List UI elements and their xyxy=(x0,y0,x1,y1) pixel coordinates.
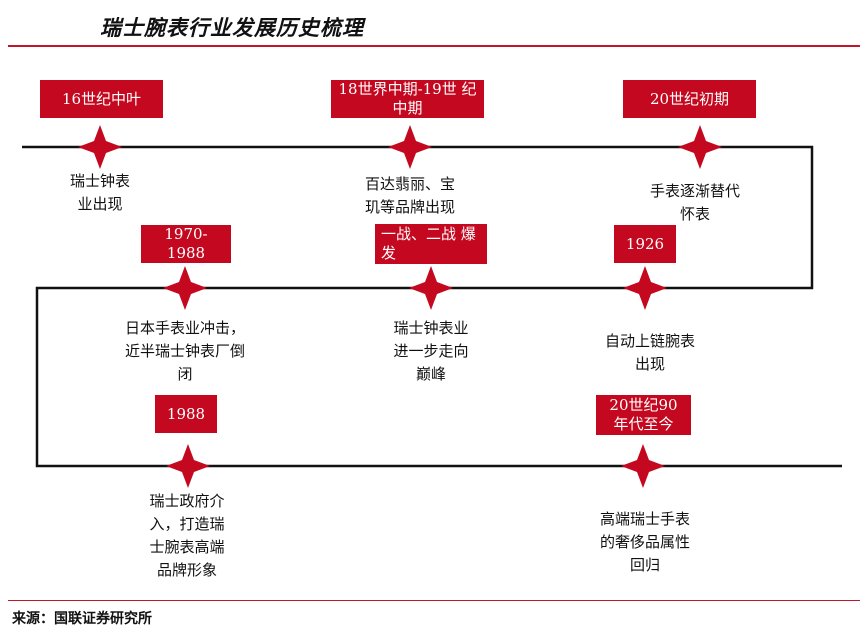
event-marker-star-icon xyxy=(166,444,210,488)
page-title: 瑞士腕表行业发展历史梳理 xyxy=(100,15,364,40)
event-marker-star-icon xyxy=(621,444,665,488)
event-desc-18th-19th-century: 百达翡丽、宝 玑等品牌出现 xyxy=(364,175,455,216)
bottom-divider xyxy=(8,600,860,601)
event-marker-star-icon xyxy=(78,125,122,169)
event-tag-1970-1988: 1970-1988 xyxy=(141,225,231,263)
event-tag-1926: 1926 xyxy=(614,225,676,263)
event-marker-star-icon xyxy=(163,266,207,310)
event-tag-early-20th-century: 20世纪初期 xyxy=(623,80,756,118)
event-tag-world-wars: 一战、二战 爆发 xyxy=(375,224,487,264)
event-desc-16th-century: 瑞士钟表 业出现 xyxy=(69,172,130,213)
event-marker-star-icon xyxy=(678,125,722,169)
event-desc-1990s-present: 高端瑞士手表 的奢侈品属性 回归 xyxy=(599,510,690,574)
event-tag-1988: 1988 xyxy=(155,395,217,433)
event-marker-star-icon xyxy=(388,125,432,169)
event-desc-1926: 自动上链腕表 出现 xyxy=(604,332,695,373)
event-tag-16th-century: 16世纪中叶 xyxy=(40,80,163,118)
event-desc-1970-1988: 日本手表业冲击， 近半瑞士钟表厂倒 闭 xyxy=(124,319,245,383)
event-tag-1990s-present: 20世纪90 年代至今 xyxy=(596,395,691,435)
event-desc-1988: 瑞士政府介 入，打造瑞 士腕表高端 品牌形象 xyxy=(149,492,225,579)
event-marker-star-icon xyxy=(623,266,667,310)
event-desc-world-wars: 瑞士钟表业 进一步走向 巅峰 xyxy=(393,319,469,383)
top-divider xyxy=(8,45,860,47)
event-marker-star-icon xyxy=(409,266,453,310)
source-note: 来源：国联证券研究所 xyxy=(12,611,152,627)
event-desc-early-20th-century: 手表逐渐替代 怀表 xyxy=(649,182,740,223)
event-tag-18th-19th-century: 18世界中期-19世 纪中期 xyxy=(331,80,484,118)
